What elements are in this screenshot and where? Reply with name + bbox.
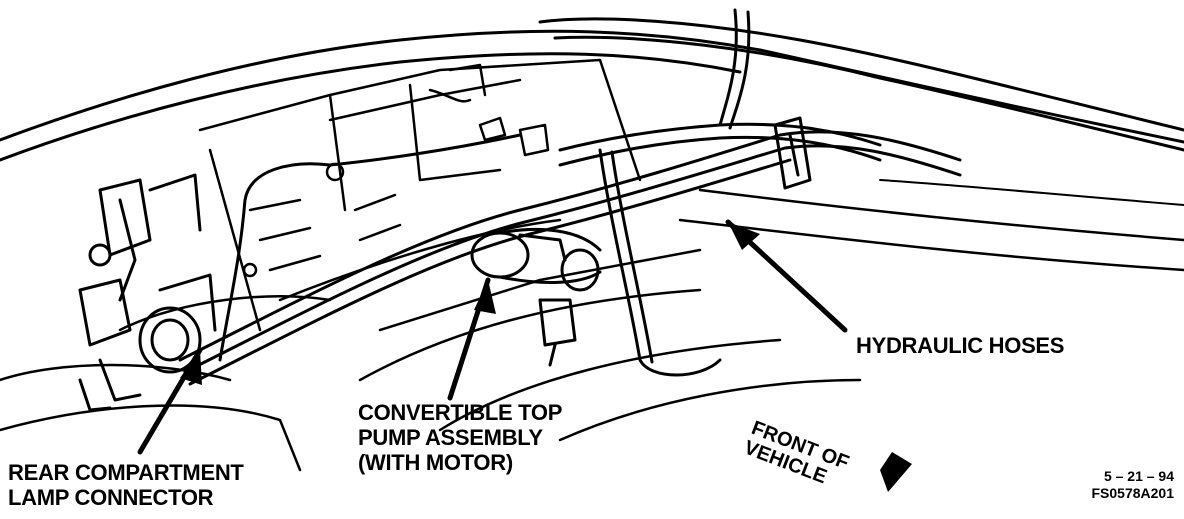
arrowhead-rear-lamp — [180, 350, 202, 385]
label-line: HYDRAULIC HOSES — [856, 333, 1065, 358]
label-line: CONVERTIBLE TOP — [358, 400, 563, 425]
body-panel-outline — [0, 17, 1184, 272]
label-line: PUMP ASSEMBLY — [358, 425, 543, 450]
front-direction-arrow-icon — [880, 452, 912, 492]
arrowhead-hoses — [728, 222, 760, 250]
label-line: LAMP CONNECTOR — [8, 485, 214, 510]
label-line: (WITH MOTOR) — [358, 450, 513, 475]
label-convertible-top-pump-assembly: CONVERTIBLE TOP PUMP ASSEMBLY (WITH MOTO… — [358, 400, 562, 475]
figure-meta: 5 – 21 – 94 FS0578A201 — [1091, 468, 1174, 502]
latch-assembly — [78, 173, 217, 412]
arrowhead-pump — [474, 280, 496, 314]
label-line: REAR COMPARTMENT — [8, 460, 244, 485]
figure-date: 5 – 21 – 94 — [1103, 468, 1174, 484]
wiring-connectors — [242, 63, 550, 278]
trunk-inner-walls — [198, 58, 862, 442]
label-rear-compartment-lamp-connector: REAR COMPARTMENT LAMP CONNECTOR — [8, 460, 244, 510]
figure-code: FS0578A201 — [1091, 485, 1174, 501]
hose-clamp — [773, 116, 812, 190]
pump-assembly-drawing — [470, 227, 602, 367]
label-hydraulic-hoses: HYDRAULIC HOSES — [856, 333, 1064, 358]
